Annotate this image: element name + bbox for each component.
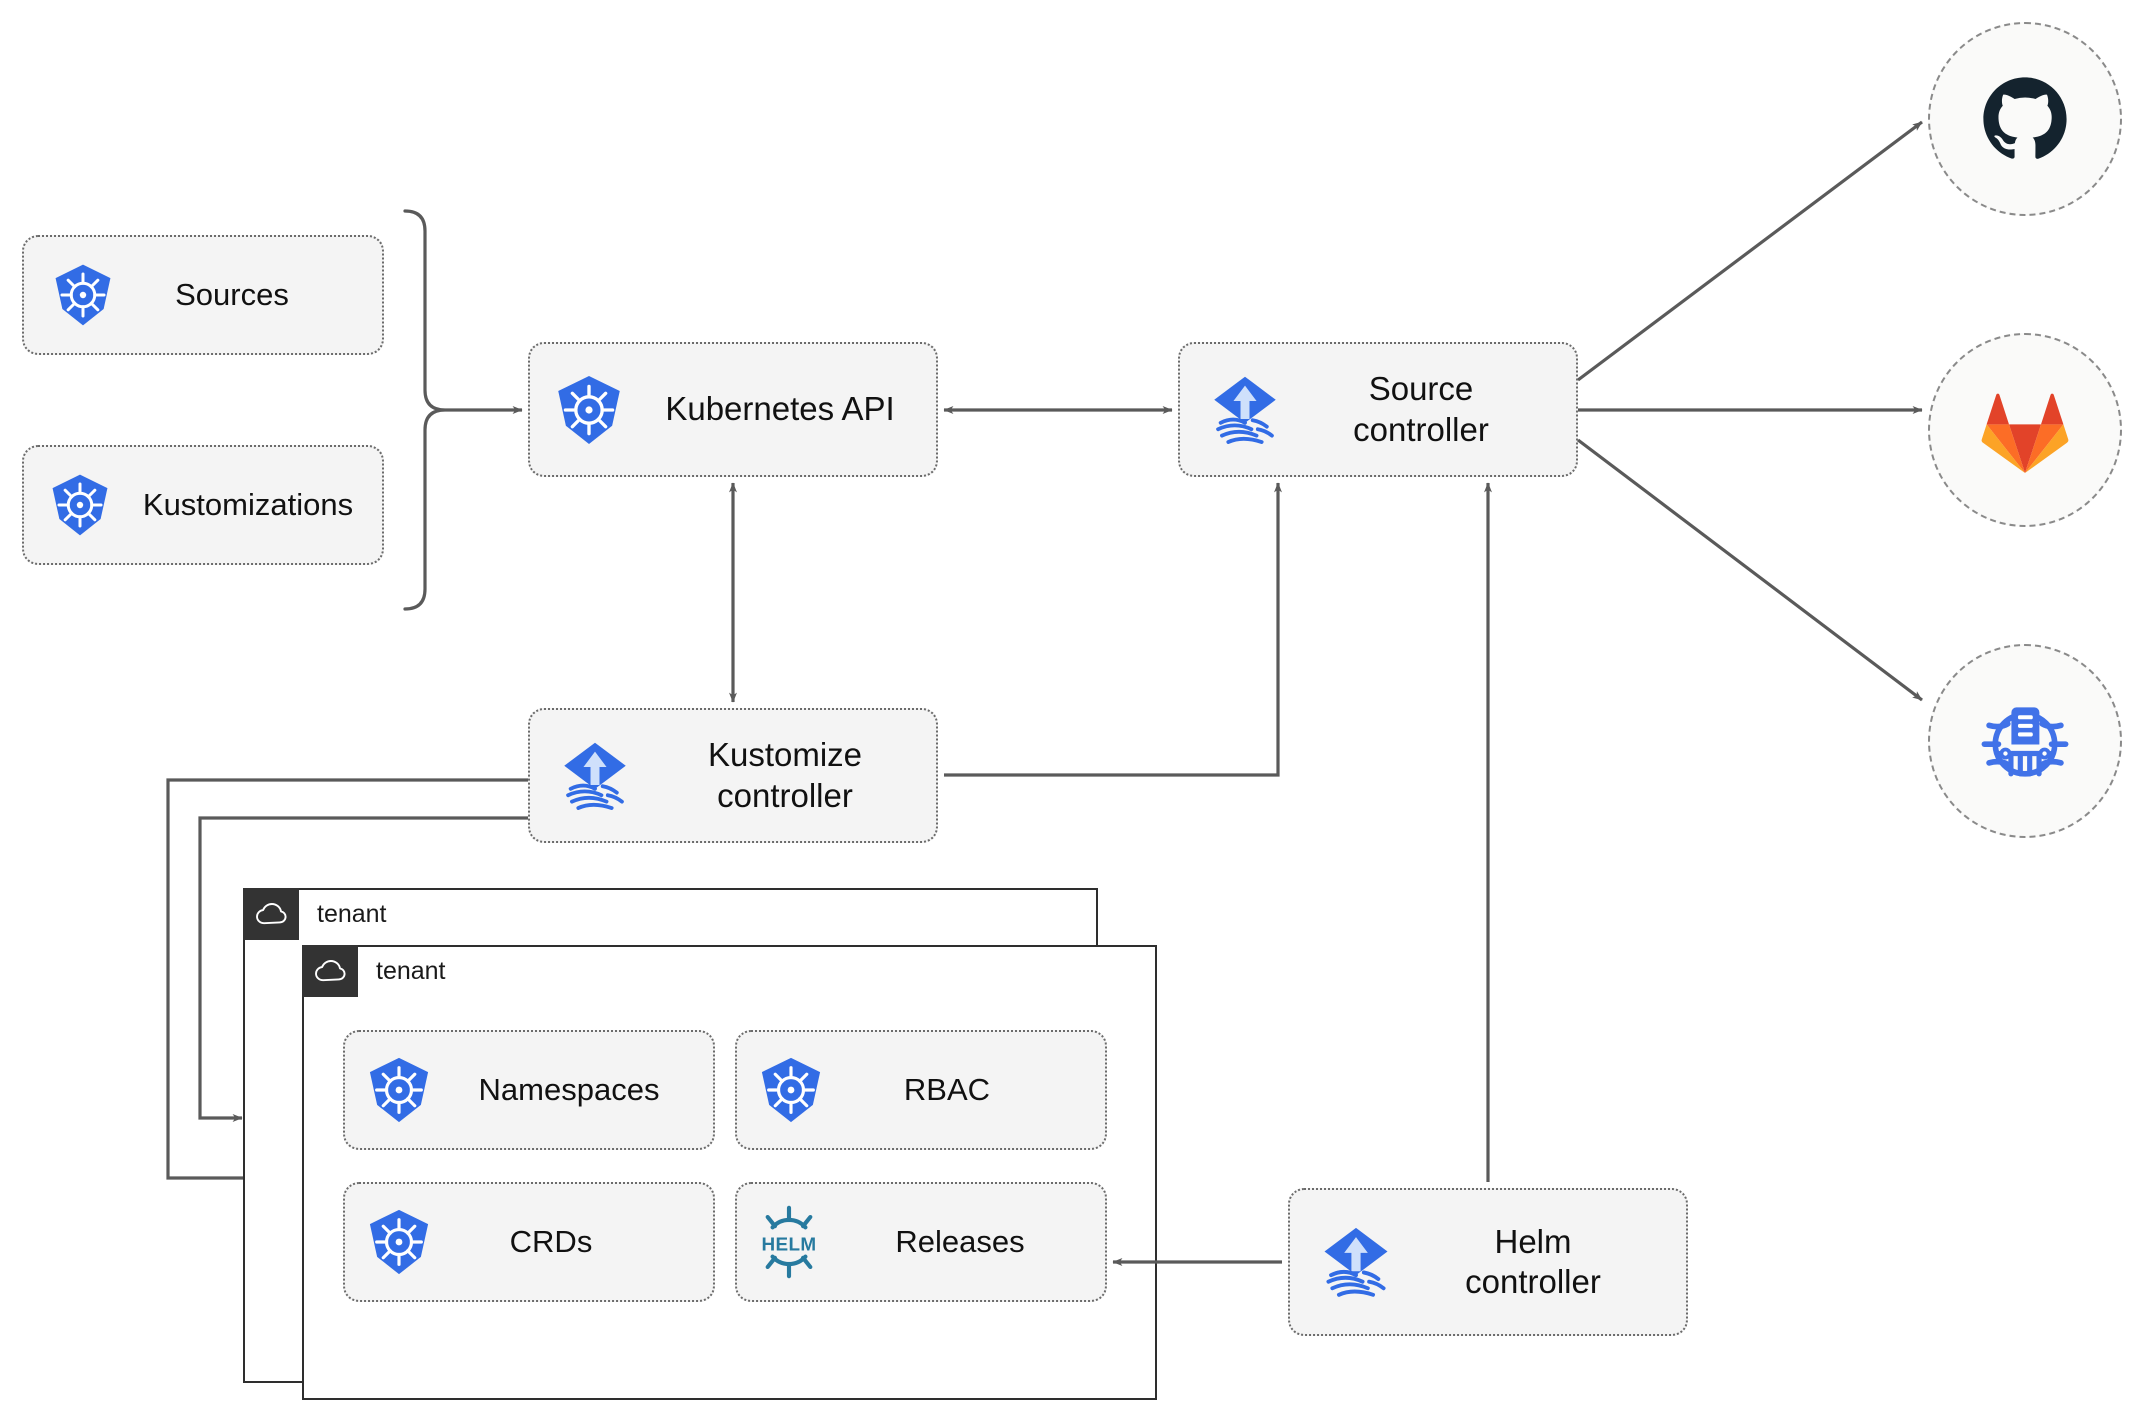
node-label: Namespaces (478, 1072, 660, 1108)
node-helm-controller[interactable]: Helm controller (1288, 1188, 1688, 1336)
node-label: CRDs (509, 1224, 593, 1260)
node-label: Sources (175, 277, 289, 313)
gitlab-icon (1981, 393, 2069, 473)
node-namespaces[interactable]: Namespaces (343, 1030, 715, 1150)
node-label: RBAC (903, 1072, 991, 1108)
tenant-header-back: tenant (243, 888, 387, 940)
cloud-icon (243, 888, 299, 940)
node-crds[interactable]: CRDs (343, 1182, 715, 1302)
kubernetes-icon (24, 472, 136, 538)
node-source-controller[interactable]: Source controller (1178, 342, 1578, 477)
kubernetes-icon (345, 1055, 453, 1125)
helm-icon: HELM (737, 1203, 841, 1281)
node-kubernetes-api[interactable]: Kubernetes API (528, 342, 938, 477)
provider-harbor[interactable] (1928, 644, 2122, 838)
flux-icon (1180, 369, 1310, 451)
kubernetes-icon (530, 373, 648, 447)
provider-github[interactable] (1928, 22, 2122, 216)
tenant-container-front[interactable] (302, 945, 1157, 1400)
kubernetes-icon (737, 1055, 845, 1125)
tenant-header-front: tenant (302, 945, 446, 997)
provider-gitlab[interactable] (1928, 333, 2122, 527)
flux-icon (530, 735, 660, 817)
tenant-label-back: tenant (317, 899, 387, 928)
node-label: Kustomizations (142, 487, 354, 523)
kubernetes-icon (24, 262, 142, 328)
node-releases[interactable]: HELM Releases (735, 1182, 1107, 1302)
node-sources[interactable]: Sources (22, 235, 384, 355)
node-kustomizations[interactable]: Kustomizations (22, 445, 384, 565)
node-label: Source controller (1353, 370, 1489, 448)
node-label: Releases (895, 1224, 1025, 1260)
node-rbac[interactable]: RBAC (735, 1030, 1107, 1150)
github-icon (1983, 77, 2067, 159)
flux-icon (1290, 1220, 1422, 1304)
node-label: Kustomize controller (707, 736, 863, 814)
node-label: Helm controller (1465, 1222, 1601, 1300)
cloud-icon (302, 945, 358, 997)
harbor-icon (1981, 707, 2069, 777)
tenant-label-front: tenant (376, 956, 446, 985)
kubernetes-icon (345, 1207, 453, 1277)
node-kustomize-controller[interactable]: Kustomize controller (528, 708, 938, 843)
svg-text:HELM: HELM (762, 1235, 817, 1256)
node-label: Kubernetes API (665, 390, 895, 428)
